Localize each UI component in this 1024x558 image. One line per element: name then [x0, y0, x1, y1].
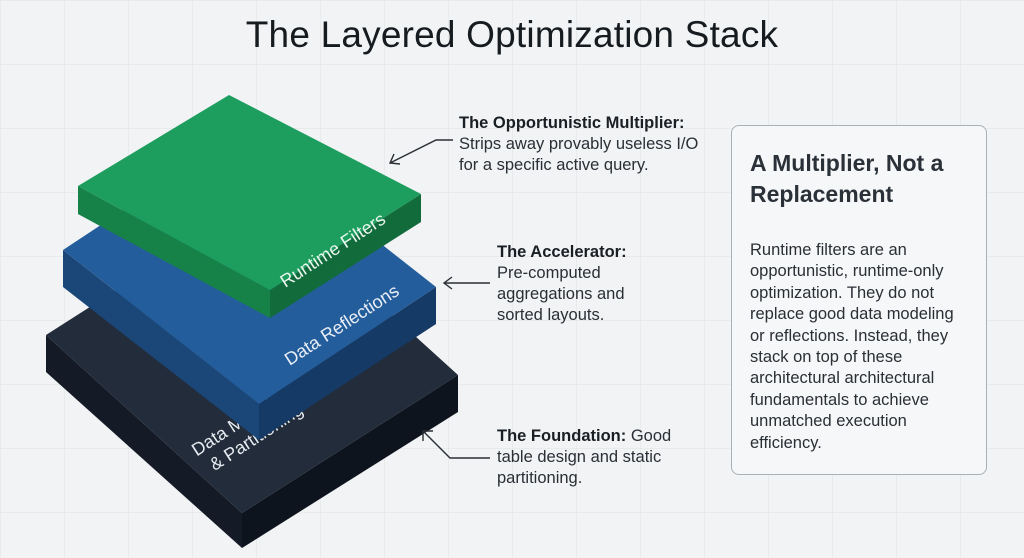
callout-multiplier-heading: The Opportunistic Multiplier:	[459, 114, 685, 132]
arrow-accelerator	[442, 276, 490, 290]
callout-multiplier: The Opportunistic Multiplier: Strips awa…	[459, 113, 721, 176]
layer-runtime-filters: Runtime Filters	[78, 95, 421, 318]
info-panel-body: Runtime filters are an opportunistic, ru…	[750, 241, 954, 452]
callout-accelerator-heading: The Accelerator:	[497, 243, 627, 261]
callout-accelerator: The Accelerator: Pre-computed aggregatio…	[497, 242, 662, 326]
info-panel-title: A Multiplier, Not a Replacement	[750, 150, 944, 207]
callout-multiplier-text: Strips away provably useless I/O for a s…	[459, 135, 699, 174]
arrow-multiplier	[388, 139, 453, 165]
callout-accelerator-text: Pre-computed aggregations and sorted lay…	[497, 264, 625, 324]
arrow-foundation	[422, 430, 490, 459]
callout-foundation-text: Good table design and static partitionin…	[497, 427, 672, 487]
page-title: The Layered Optimization Stack	[245, 14, 779, 55]
callout-foundation-heading: The Foundation:	[497, 427, 627, 445]
callout-foundation: The Foundation: Good table design and st…	[497, 426, 697, 489]
info-panel: A Multiplier, Not a Replacement Runtime …	[731, 125, 987, 475]
